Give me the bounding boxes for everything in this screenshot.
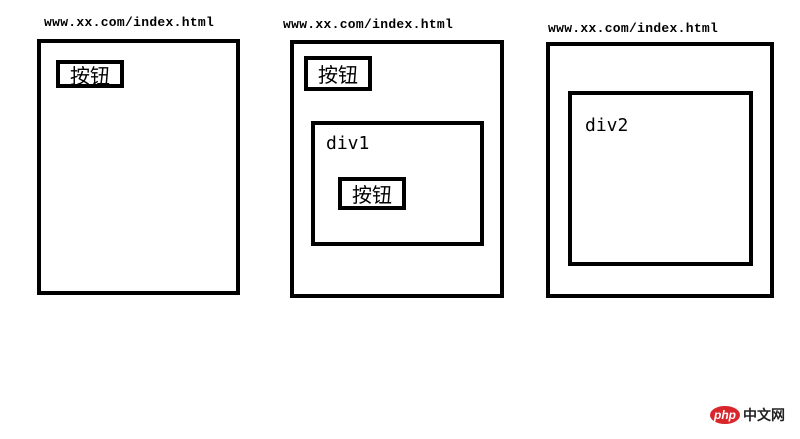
div1-button: 按钮 [338,177,406,210]
div1-box [311,121,484,246]
panel1-page [37,39,240,295]
panel3-url: www.xx.com/index.html [548,21,719,36]
div1-label: div1 [326,133,370,154]
div2-label: div2 [585,115,629,136]
panel2-button: 按钮 [304,56,372,91]
watermark-text: 中文网 [743,408,785,424]
panel1-url: www.xx.com/index.html [44,15,215,30]
panel3-page [546,42,774,298]
panel1-button: 按钮 [56,60,124,88]
php-badge: php [710,406,740,424]
panel2-url: www.xx.com/index.html [283,17,454,32]
panel2-page [290,40,504,298]
div2-box [568,91,753,266]
watermark-logo: php 中文网 [710,405,785,425]
